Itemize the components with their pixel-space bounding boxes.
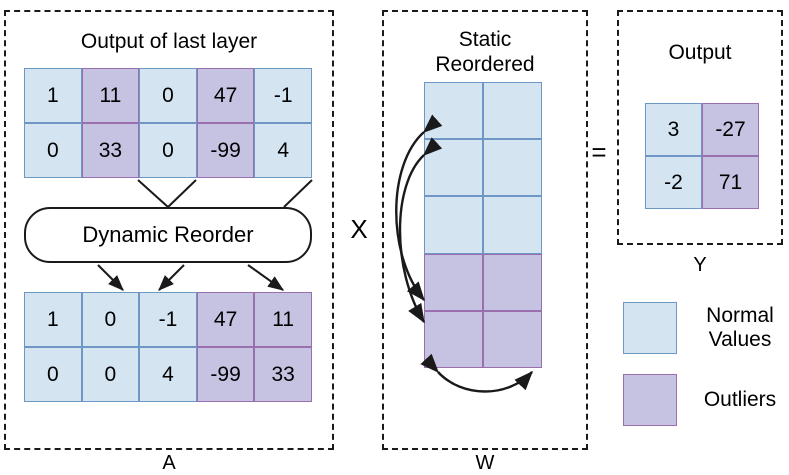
input-matrix-cell: 4 [254,123,312,178]
reordered-matrix-cell: 11 [254,292,312,347]
input-matrix-cell: 0 [139,123,197,178]
reordered-matrix-cell: 47 [196,292,255,347]
legend-swatch-outlier [623,374,677,426]
reordered-matrix-cell: 0 [81,292,140,347]
panel-a-title: Output of last layer [80,30,258,53]
panel-a-boundary [4,10,334,450]
weight-matrix-cell [483,82,542,140]
panel-y-title: Output [668,41,732,64]
output-matrix-cell: 71 [702,156,759,209]
weight-matrix-cell [483,139,542,197]
weight-matrix-cell [483,253,542,311]
panel-y-caption: Y [693,254,707,276]
output-matrix-cell: 3 [645,103,702,156]
reordered-matrix-cell: 0 [24,347,82,402]
legend-label-line2: Values [708,328,772,351]
multiply-operator: X [350,214,368,244]
reordered-matrix-cell: -1 [139,292,197,347]
legend-swatch-normal [623,302,677,354]
legend-label: Outliers [691,388,789,412]
panel-w-title-line2: Reordered [435,53,535,76]
equals-operator: = [591,137,607,167]
legend-label-line1: Normal [706,303,774,327]
reordered-matrix-cell: 33 [254,347,312,402]
weight-matrix-cell [483,196,542,254]
output-matrix-cell: -27 [702,103,759,156]
panel-w-caption: W [475,452,495,474]
panel-w-boundary [382,10,588,450]
legend-label-line1: Outliers [703,387,777,411]
input-matrix-cell: 1 [24,68,82,123]
input-matrix-cell: 33 [81,123,140,178]
input-matrix-cell: 11 [81,68,140,123]
dynamic-reorder-box[interactable]: Dynamic Reorder [24,207,312,263]
input-matrix-cell: 0 [139,68,197,123]
input-matrix-cell: 47 [196,68,255,123]
input-matrix-cell: -99 [196,123,255,178]
panel-a-caption: A [162,452,176,474]
legend-item: Outliers [617,370,789,430]
panel-y-boundary [617,10,783,245]
reordered-matrix-cell: 1 [24,292,82,347]
panel-w-title-line1: Static [458,28,512,51]
output-matrix-cell: -2 [645,156,702,209]
input-matrix-cell: -1 [254,68,312,123]
reordered-matrix-cell: 4 [139,347,197,402]
reordered-matrix-cell: 0 [81,347,140,402]
reordered-matrix-cell: -99 [196,347,255,402]
input-matrix-cell: 0 [24,123,82,178]
